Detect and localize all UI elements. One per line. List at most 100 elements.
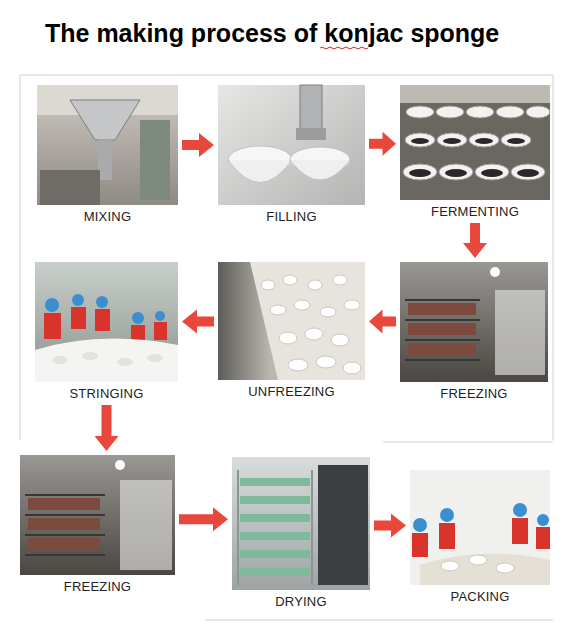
photo-detail xyxy=(290,160,350,180)
photo-detail xyxy=(294,300,310,310)
photo-detail xyxy=(311,470,313,585)
step-label: FREEZING xyxy=(20,579,175,594)
photo-detail xyxy=(115,460,125,470)
photo-detail xyxy=(413,518,427,532)
photo-detail xyxy=(232,457,370,590)
photo-detail xyxy=(95,309,110,331)
photo-detail xyxy=(495,290,545,375)
photo-detail xyxy=(512,518,528,544)
photo-detail xyxy=(436,106,464,118)
photo-detail xyxy=(526,106,550,118)
step-photo-area xyxy=(37,85,178,205)
photo-detail xyxy=(140,120,170,200)
step-photo-area xyxy=(218,85,365,205)
photo-detail xyxy=(400,85,550,103)
photo-detail xyxy=(469,555,487,565)
photo-detail xyxy=(20,75,553,76)
step-label: STRINGING xyxy=(35,386,178,401)
photo-detail xyxy=(52,356,68,364)
photo-detail xyxy=(333,275,347,285)
flow-arrow xyxy=(95,405,119,451)
photo-detail xyxy=(481,169,503,177)
photo-detail xyxy=(400,85,550,200)
photo-detail xyxy=(270,305,286,315)
photo-detail xyxy=(25,494,105,496)
photo-detail xyxy=(279,332,297,344)
photo-detail xyxy=(28,498,100,550)
step-label: FREEZING xyxy=(400,386,548,401)
spellcheck-squiggle xyxy=(320,47,368,49)
photo-detail xyxy=(343,362,361,374)
photo-detail xyxy=(405,300,480,360)
photo-detail xyxy=(28,518,100,530)
photo-detail xyxy=(98,140,112,180)
photo-detail xyxy=(300,85,322,130)
photo-detail xyxy=(410,470,550,585)
photo-detail xyxy=(25,514,105,516)
photo-detail xyxy=(409,169,431,177)
step-photo-area xyxy=(20,455,175,575)
flow-arrow xyxy=(463,223,487,258)
process-step: UNFREEZING xyxy=(218,262,365,399)
photo-detail xyxy=(331,334,349,346)
photo-detail xyxy=(408,343,476,355)
photo-detail xyxy=(517,169,539,177)
photo-detail xyxy=(320,307,336,317)
photo-detail xyxy=(237,470,239,585)
photo-detail xyxy=(218,85,365,205)
photo-detail xyxy=(155,311,165,321)
photo-detail xyxy=(238,470,312,585)
step-photo-area xyxy=(400,85,550,200)
step-photo-area xyxy=(410,470,550,585)
photo-detail xyxy=(441,561,459,571)
photo-detail xyxy=(405,299,480,301)
photo-detail xyxy=(475,164,509,180)
stringing-photo xyxy=(35,262,178,382)
photo-detail xyxy=(28,538,100,550)
photo-detail xyxy=(308,280,322,290)
photo-detail xyxy=(82,352,98,360)
mixing-photo xyxy=(37,85,178,205)
photo-detail xyxy=(400,262,548,382)
photo-detail xyxy=(496,563,514,573)
photo-detail xyxy=(218,262,365,380)
photo-detail xyxy=(511,164,545,180)
photo-detail xyxy=(439,523,455,549)
photo-detail xyxy=(228,160,292,183)
process-step: FREEZING xyxy=(20,455,175,594)
photo-detail xyxy=(344,300,360,310)
photo-detail xyxy=(45,298,59,312)
step-label: MIXING xyxy=(37,209,178,224)
flow-arrow xyxy=(179,507,228,531)
step-label: DRYING xyxy=(232,594,370,609)
photo-detail xyxy=(413,503,549,532)
photo-detail xyxy=(553,75,554,440)
photo-detail xyxy=(403,106,550,180)
photo-detail xyxy=(496,106,524,118)
photo-detail xyxy=(44,313,61,339)
frame-lines xyxy=(20,75,553,620)
photo-detail xyxy=(439,164,473,180)
photo-detail xyxy=(35,262,178,382)
unfreezing-photo xyxy=(218,262,365,380)
photo-detail xyxy=(25,495,105,555)
photo-detail xyxy=(154,322,167,340)
photo-detail xyxy=(440,508,454,522)
photo-detail xyxy=(445,169,467,177)
photo-detail xyxy=(466,106,494,118)
photo-detail xyxy=(305,328,323,340)
flow-arrow xyxy=(369,132,396,156)
photo-detail xyxy=(261,275,361,374)
photo-detail xyxy=(120,480,172,570)
flow-arrow xyxy=(374,514,406,538)
step-label: FILLING xyxy=(218,209,365,224)
photo-detail xyxy=(405,319,480,321)
photo-detail xyxy=(501,133,531,147)
photo-detail xyxy=(443,138,461,144)
photo-detail xyxy=(240,568,310,576)
step-photo-area xyxy=(232,457,370,590)
photo-detail xyxy=(250,262,365,380)
process-step: FERMENTING xyxy=(400,85,550,219)
photo-detail xyxy=(469,133,499,147)
